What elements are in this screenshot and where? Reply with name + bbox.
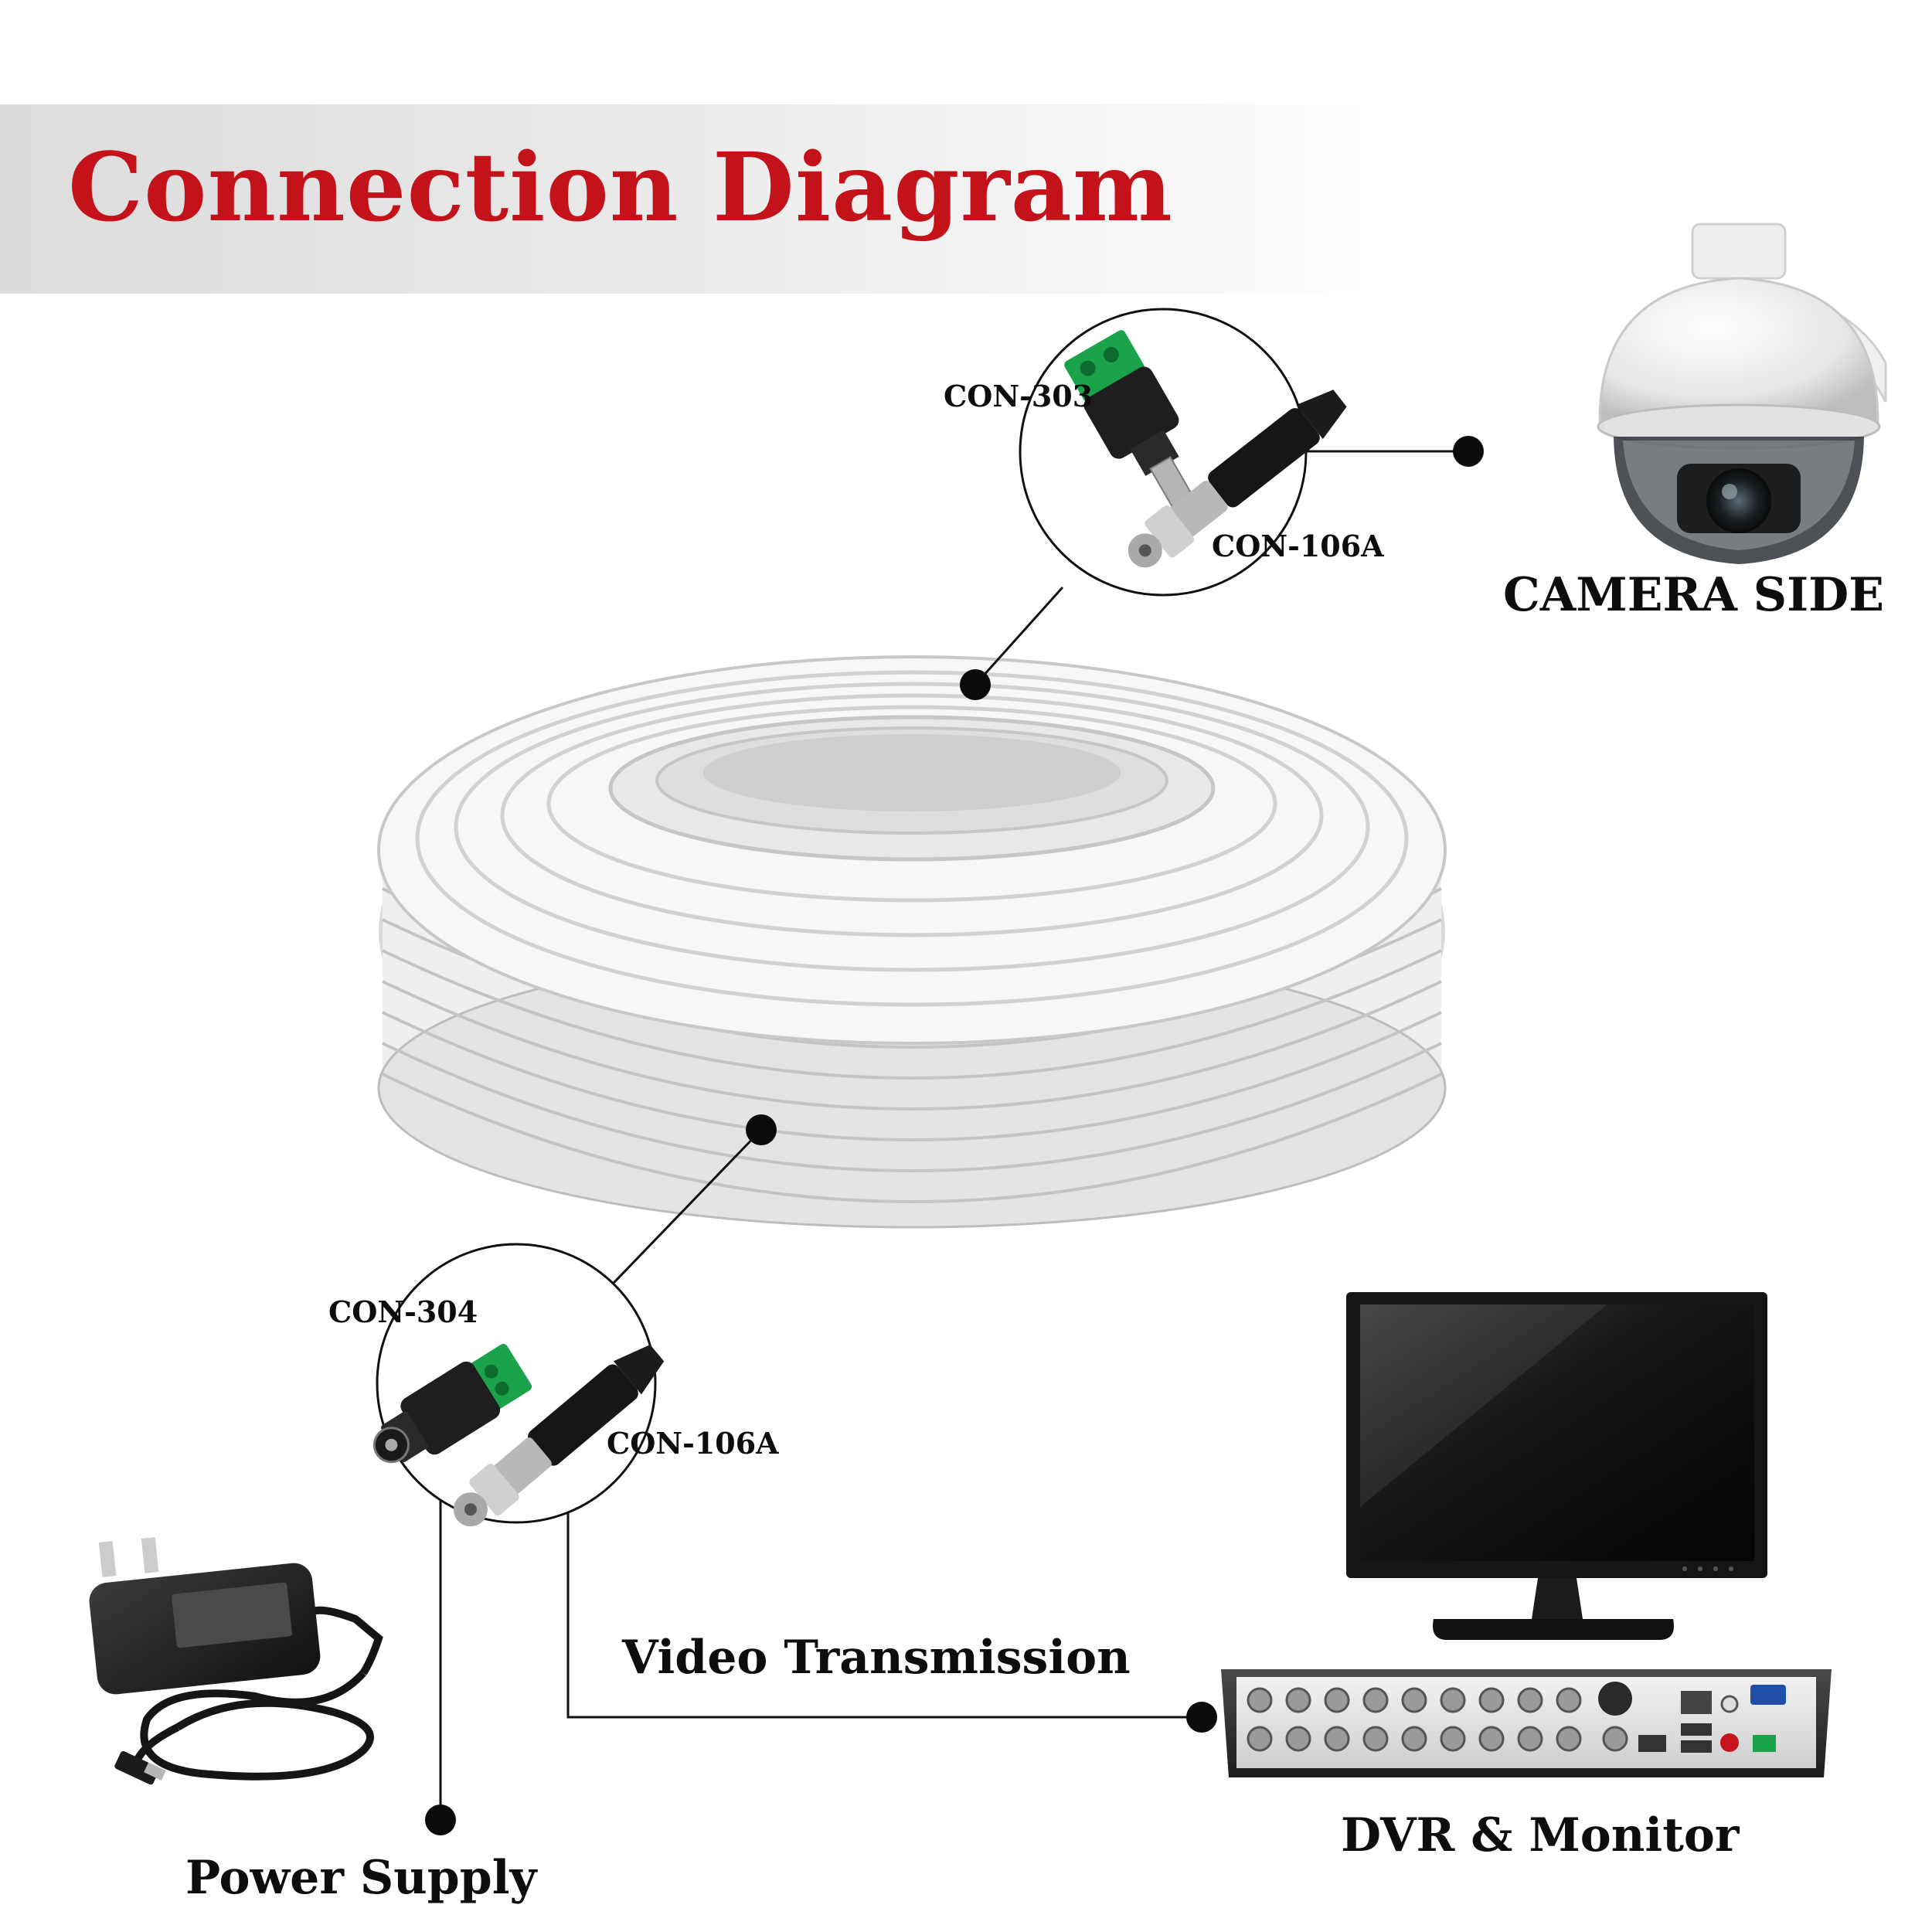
dome-camera-icon: [1597, 223, 1887, 564]
title-banner: [0, 104, 1368, 294]
page-title: Connection Diagram: [68, 131, 1173, 243]
con-106a-top-label: CON-106A: [1212, 529, 1384, 563]
connection-lines: [439, 450, 1468, 1820]
camera-side-connectors: [1019, 308, 1347, 597]
connection-dots: [425, 436, 1484, 1835]
con-303-label: CON-303: [944, 379, 1094, 413]
dvr-side-connectors: [372, 1243, 665, 1527]
power-supply-label: Power Supply: [185, 1851, 537, 1905]
video-transmission-label: Video Transmission: [622, 1631, 1131, 1685]
camera-side-label: CAMERA SIDE: [1503, 568, 1884, 622]
bnc-connector-icon: [1128, 389, 1347, 568]
dc-female-connector-icon: [372, 1343, 532, 1464]
con-106a-bottom-label: CON-106A: [607, 1426, 779, 1461]
power-adapter-icon: [89, 1537, 383, 1785]
monitor-icon: [1346, 1292, 1767, 1640]
bnc-connector-icon: [453, 1345, 665, 1527]
con-304-label: CON-304: [328, 1294, 478, 1329]
dvr-monitor-label: DVR & Monitor: [1341, 1808, 1740, 1862]
bnc-ports: [1247, 1687, 1582, 1752]
dc-male-connector-icon: [1064, 330, 1195, 510]
dvr-icon: [1221, 1669, 1832, 1777]
coax-cable-coil: [377, 655, 1447, 1229]
